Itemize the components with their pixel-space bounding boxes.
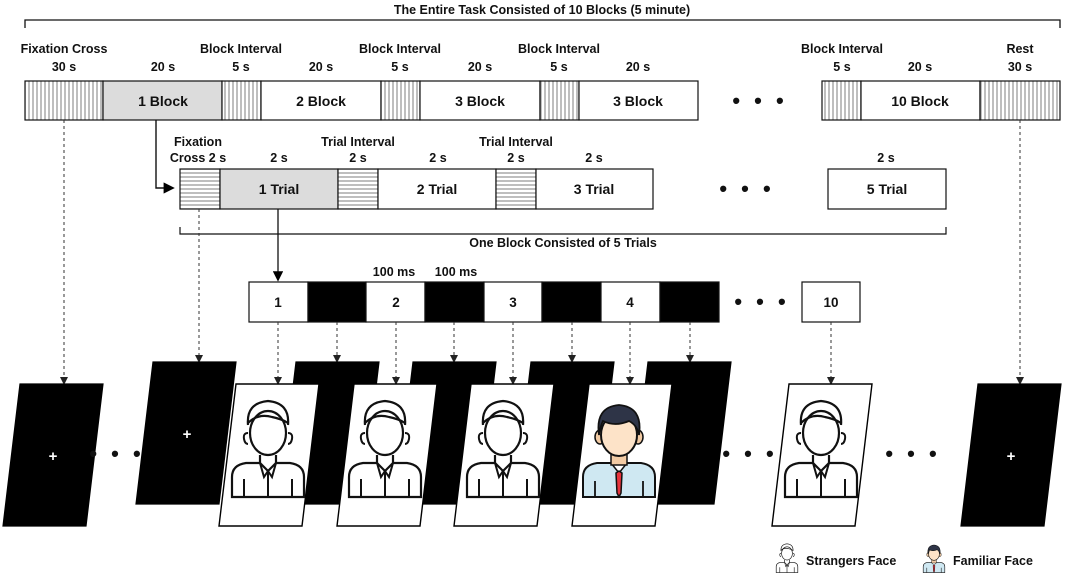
- rest-label: Rest: [1006, 42, 1034, 56]
- block-interval-duration-3: 5 s: [550, 60, 567, 74]
- stimulus-slot-2: [365, 281, 426, 323]
- isi-slot-1: [307, 281, 367, 323]
- stimulus-slot-3: [483, 281, 543, 323]
- trial-label-1: 1 Trial: [259, 181, 299, 197]
- block-interval-duration-2: 5 s: [391, 60, 408, 74]
- block-ellipsis: • • •: [732, 88, 787, 113]
- trial-fixation-label: Fixation: [174, 135, 222, 149]
- block-1-segment: [102, 80, 223, 121]
- legend-familiar-label: Familiar Face: [953, 554, 1033, 568]
- trial-fixation-screen: [135, 361, 237, 505]
- block-label-10: 10 Block: [891, 93, 949, 109]
- stimulus-timeline: [248, 281, 861, 323]
- task-bracket: [24, 19, 1061, 28]
- trial-interval-duration-2: 2 s: [507, 151, 524, 165]
- trial-interval-label-2: Trial Interval: [479, 135, 553, 149]
- fixation-cross-label: Fixation Cross: [21, 42, 108, 56]
- rest-fixation-symbol: +: [1007, 448, 1016, 465]
- legend: Strangers Face Familiar Face: [775, 543, 1033, 573]
- block-2-duration: 20 s: [309, 60, 333, 74]
- block-interval-label-4: Block Interval: [801, 42, 883, 56]
- block-interval-label-3: Block Interval: [518, 42, 600, 56]
- rest-duration: 30 s: [1008, 60, 1032, 74]
- stimulus-number-10: 10: [823, 295, 838, 310]
- rest-segment: [979, 80, 1061, 121]
- trial-1-segment: [219, 168, 339, 210]
- rest-screen: [960, 383, 1062, 527]
- trial-interval-segment-1: [337, 168, 379, 210]
- block-interval-label-2: Block Interval: [359, 42, 441, 56]
- block-1-duration: 20 s: [151, 60, 175, 74]
- block-interval-duration-1: 5 s: [232, 60, 249, 74]
- legend-familiar-icon: [922, 544, 946, 573]
- stimulus-slot-10: [801, 281, 861, 323]
- task-title: The Entire Task Consisted of 10 Blocks (…: [394, 3, 690, 17]
- block-label-2: 2 Block: [296, 93, 346, 109]
- trial-interval-segment-2: [495, 168, 537, 210]
- isi-slot-3: [541, 281, 602, 323]
- trial-2-duration: 2 s: [429, 151, 446, 165]
- fixation-cross-symbol: +: [49, 448, 58, 465]
- screen-ellipsis-right: • • •: [885, 441, 940, 466]
- trial-1-duration: 2 s: [270, 151, 287, 165]
- screen-ellipsis-left: • • •: [89, 441, 144, 466]
- block-3-duration: 20 s: [468, 60, 492, 74]
- legend-strangers-label: Strangers Face: [806, 554, 896, 568]
- stimulus-ellipsis: • • •: [734, 289, 789, 314]
- trial-fixation-symbol: +: [183, 426, 192, 443]
- block-to-trial-arrow: [155, 120, 175, 194]
- legend-stranger-icon: [775, 543, 799, 573]
- block-10-segment: [860, 80, 981, 121]
- trial-timeline: [179, 168, 947, 210]
- block-interval-segment-4: [821, 80, 862, 121]
- stimulus-number-3: 3: [509, 295, 517, 310]
- trial-3-duration: 2 s: [585, 151, 602, 165]
- block-label-3: 3 Block: [455, 93, 505, 109]
- block-interval-segment-1: [221, 80, 262, 121]
- block-interval-label-1: Block Interval: [200, 42, 282, 56]
- block-label-4: 3 Block: [613, 93, 663, 109]
- block-4-segment: [578, 80, 699, 121]
- trial-5-segment: [827, 168, 947, 210]
- block-timeline: [24, 80, 1061, 121]
- trial-label-2: 2 Trial: [417, 181, 457, 197]
- trial-caption: One Block Consisted of 5 Trials: [469, 236, 657, 250]
- trial-label-3: 3 Trial: [574, 181, 614, 197]
- trial-3-segment: [535, 168, 654, 210]
- block-interval-duration-4: 5 s: [833, 60, 850, 74]
- trial-bracket: [179, 227, 947, 235]
- trial-fixation-duration: Cross 2 s: [170, 151, 226, 165]
- isi-slot-4: [659, 281, 720, 323]
- trial-5-duration: 2 s: [877, 151, 894, 165]
- trial-ellipsis: • • •: [719, 176, 774, 201]
- block-4-duration: 20 s: [626, 60, 650, 74]
- trial-interval-duration-1: 2 s: [349, 151, 366, 165]
- screen-arrows: [60, 120, 1024, 385]
- block-10-duration: 20 s: [908, 60, 932, 74]
- fixation-cross-segment: [24, 80, 104, 121]
- fixation-cross-duration: 30 s: [52, 60, 76, 74]
- trial-fixation-segment: [179, 168, 221, 210]
- trial-label-5: 5 Trial: [867, 181, 907, 197]
- screen-ellipsis-mid: • • •: [722, 441, 777, 466]
- trial-2-segment: [377, 168, 497, 210]
- isi-duration-label: 100 ms: [435, 265, 477, 279]
- block-label-1: 1 Block: [138, 93, 188, 109]
- block-interval-segment-3: [539, 80, 580, 121]
- fixation-screen: [2, 383, 104, 527]
- stimulus-number-1: 1: [274, 295, 282, 310]
- stimulus-number-2: 2: [392, 295, 400, 310]
- isi-slot-2: [424, 281, 485, 323]
- stimulus-duration-label: 100 ms: [373, 265, 415, 279]
- stimulus-number-4: 4: [626, 295, 634, 310]
- trial-interval-label-1: Trial Interval: [321, 135, 395, 149]
- block-3-segment: [419, 80, 541, 121]
- block-interval-segment-2: [380, 80, 421, 121]
